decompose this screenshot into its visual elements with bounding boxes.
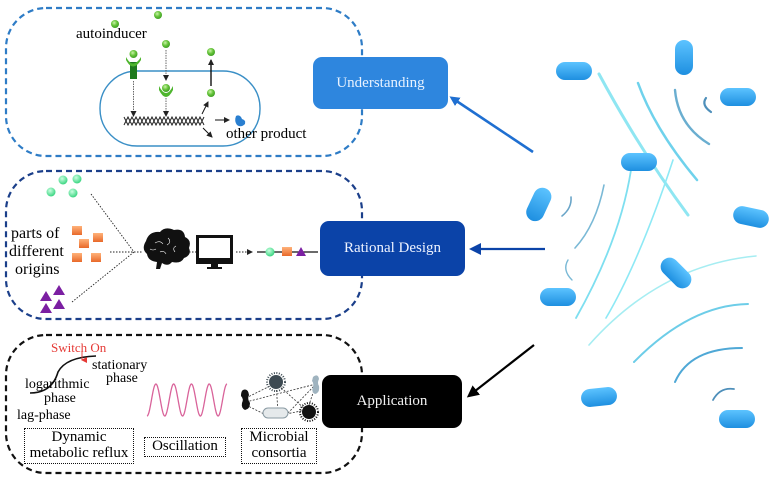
arrow-to-application [466,344,535,398]
bacterium-icon [719,410,755,428]
microbial-consortia-tag: Microbial consortia [241,428,317,464]
autoinducer-molecule [111,20,119,28]
arrow-to-understanding [449,96,534,154]
logarithmic-phase-line-1: logarithmic [25,377,90,392]
bacterium-icon [581,387,617,407]
oscillation-tag: Oscillation [144,437,226,457]
consortia-tag-line-1: Microbial [249,429,309,445]
rational-design-node[interactable]: Rational Design [320,221,465,276]
growth-curve [29,355,97,394]
autoinducer-label: autoinducer [76,26,147,42]
bacterium-icon [733,206,769,228]
black-bacterium-icon [241,389,250,410]
gray-bacterium-icon [312,375,320,394]
signal-arcs [561,72,757,401]
bacterium-icon [720,88,756,106]
parts-label-line-1: parts of [11,225,60,242]
green-parts-group [46,174,82,198]
dynamic-tag-line-1: Dynamic [51,429,107,445]
bacterium-icon [556,62,592,80]
autoinducer-molecule [162,40,170,48]
switch-on-label: Switch On [51,340,107,355]
oscillation-tag-text: Oscillation [152,438,218,454]
autoinducer-molecule [154,11,162,19]
autoinducer-molecule [207,89,215,97]
black-spiky-bacterium-icon [299,402,319,422]
logarithmic-phase-line-2: phase [44,391,76,406]
bacterium-icon [675,40,693,75]
parts-label-line-2: different [9,243,64,260]
other-product-label: other product [226,126,307,142]
bacteria-cluster [526,40,769,428]
computer-monitor-icon [196,235,233,269]
purple-parts-group [40,285,65,313]
understanding-node[interactable]: Understanding [313,57,448,109]
orange-parts-group [72,226,103,262]
spiky-bacterium-icon [266,372,286,392]
assembled-construct [257,247,318,257]
stationary-phase-line-2: phase [106,371,138,386]
cell-membrane [99,70,261,147]
dna-icon [123,115,205,127]
oscillation-wave [146,383,228,417]
membrane-receptor-icon [126,50,141,79]
lag-phase-label: lag-phase [17,408,71,423]
product-molecule-icon [235,115,246,127]
stationary-phase-line-1: stationary [92,358,148,373]
application-node[interactable]: Application [322,375,462,428]
bacterium-icon [526,187,552,222]
autoinducer-molecule [207,48,215,56]
brain-icon [143,228,190,269]
consortia-tag-line-2: consortia [251,445,307,461]
parts-label-line-3: origins [15,261,60,278]
cytoplasmic-receptor-icon [159,84,173,97]
bacterium-icon [660,257,692,289]
rod-bacterium-icon [262,407,289,419]
dynamic-metabolic-reflux-tag: Dynamic metabolic reflux [24,428,134,464]
bacterium-icon [621,153,657,171]
understanding-panel-frame [4,6,364,158]
dynamic-tag-line-2: metabolic reflux [29,445,129,461]
bacterium-icon [540,288,576,306]
